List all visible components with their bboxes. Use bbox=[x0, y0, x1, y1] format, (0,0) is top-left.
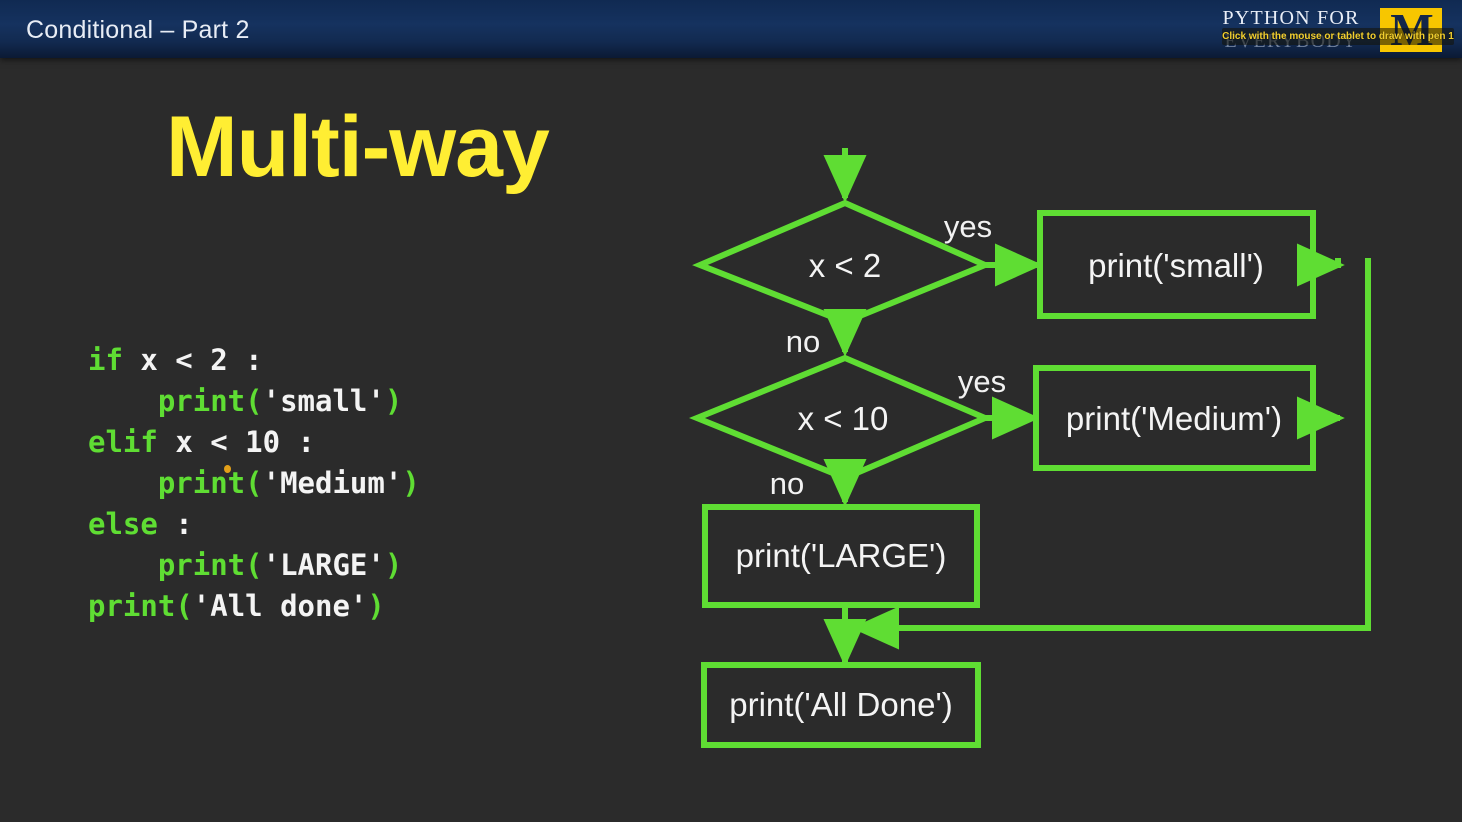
process-done-label: print('All Done') bbox=[729, 686, 953, 723]
code-line: else : bbox=[88, 504, 420, 545]
code-block: if x < 2 : print('small')elif x < 10 : p… bbox=[88, 340, 420, 627]
edge-label-yes-1: yes bbox=[944, 209, 992, 244]
code-token: ) bbox=[402, 466, 420, 500]
process-medium-label: print('Medium') bbox=[1066, 400, 1282, 437]
code-token: : bbox=[157, 507, 193, 541]
brand-line-1: PYTHON FOR bbox=[1222, 7, 1360, 29]
code-line: print('small') bbox=[88, 381, 420, 422]
code-line: if x < 2 : bbox=[88, 340, 420, 381]
slide-heading: Multi-way bbox=[166, 99, 550, 195]
process-large-label: print('LARGE') bbox=[736, 537, 947, 574]
code-token: elif bbox=[88, 425, 176, 459]
code-token: 'LARGE' bbox=[262, 548, 385, 582]
process-node-large bbox=[702, 504, 980, 608]
code-token: else bbox=[88, 507, 158, 541]
code-token: ) bbox=[384, 384, 403, 418]
title-bar: Conditional – Part 2 PYTHON FOR EVERYBOD… bbox=[0, 0, 1462, 58]
process-small-label: print('small') bbox=[1088, 247, 1264, 284]
flowchart-diagram: x < 2 x < 10 print('small') print('Mediu… bbox=[689, 148, 1371, 748]
code-token: x < 2 : bbox=[140, 343, 263, 377]
code-token: ( bbox=[245, 466, 263, 500]
code-line: elif x < 10 : bbox=[88, 422, 420, 463]
code-line: print('All done') bbox=[88, 586, 420, 627]
decision-1-label: x < 2 bbox=[809, 247, 881, 284]
process-node-medium bbox=[1033, 365, 1316, 471]
code-token: ( bbox=[245, 384, 263, 418]
code-token: ) bbox=[367, 589, 385, 623]
process-node-done bbox=[701, 662, 981, 748]
page-title: Conditional – Part 2 bbox=[26, 16, 250, 44]
code-token: print bbox=[88, 589, 176, 623]
edge-label-yes-2: yes bbox=[958, 364, 1006, 399]
code-line: print('LARGE') bbox=[88, 545, 420, 586]
code-token: 'All done' bbox=[192, 589, 368, 623]
code-token: ) bbox=[384, 548, 403, 582]
edge-label-no-1: no bbox=[786, 324, 820, 359]
code-token: print bbox=[157, 384, 246, 418]
code-line: print('Medium') bbox=[88, 463, 420, 504]
pen-tooltip-overlay: Click with the mouse or tablet to draw w… bbox=[1222, 28, 1454, 45]
code-token: print bbox=[157, 466, 246, 500]
code-token: x < 10 : bbox=[175, 425, 315, 459]
code-token: 'Medium' bbox=[262, 466, 403, 500]
code-token: if bbox=[88, 343, 141, 377]
code-token: 'small' bbox=[262, 384, 385, 418]
decision-2-label: x < 10 bbox=[798, 400, 889, 437]
edge-merge-rail bbox=[860, 258, 1371, 631]
edge-label-no-2: no bbox=[770, 466, 804, 501]
code-token: ( bbox=[175, 589, 193, 623]
pen-ink-dot bbox=[224, 465, 231, 473]
code-token: print bbox=[157, 548, 246, 582]
code-token: ( bbox=[245, 548, 263, 582]
